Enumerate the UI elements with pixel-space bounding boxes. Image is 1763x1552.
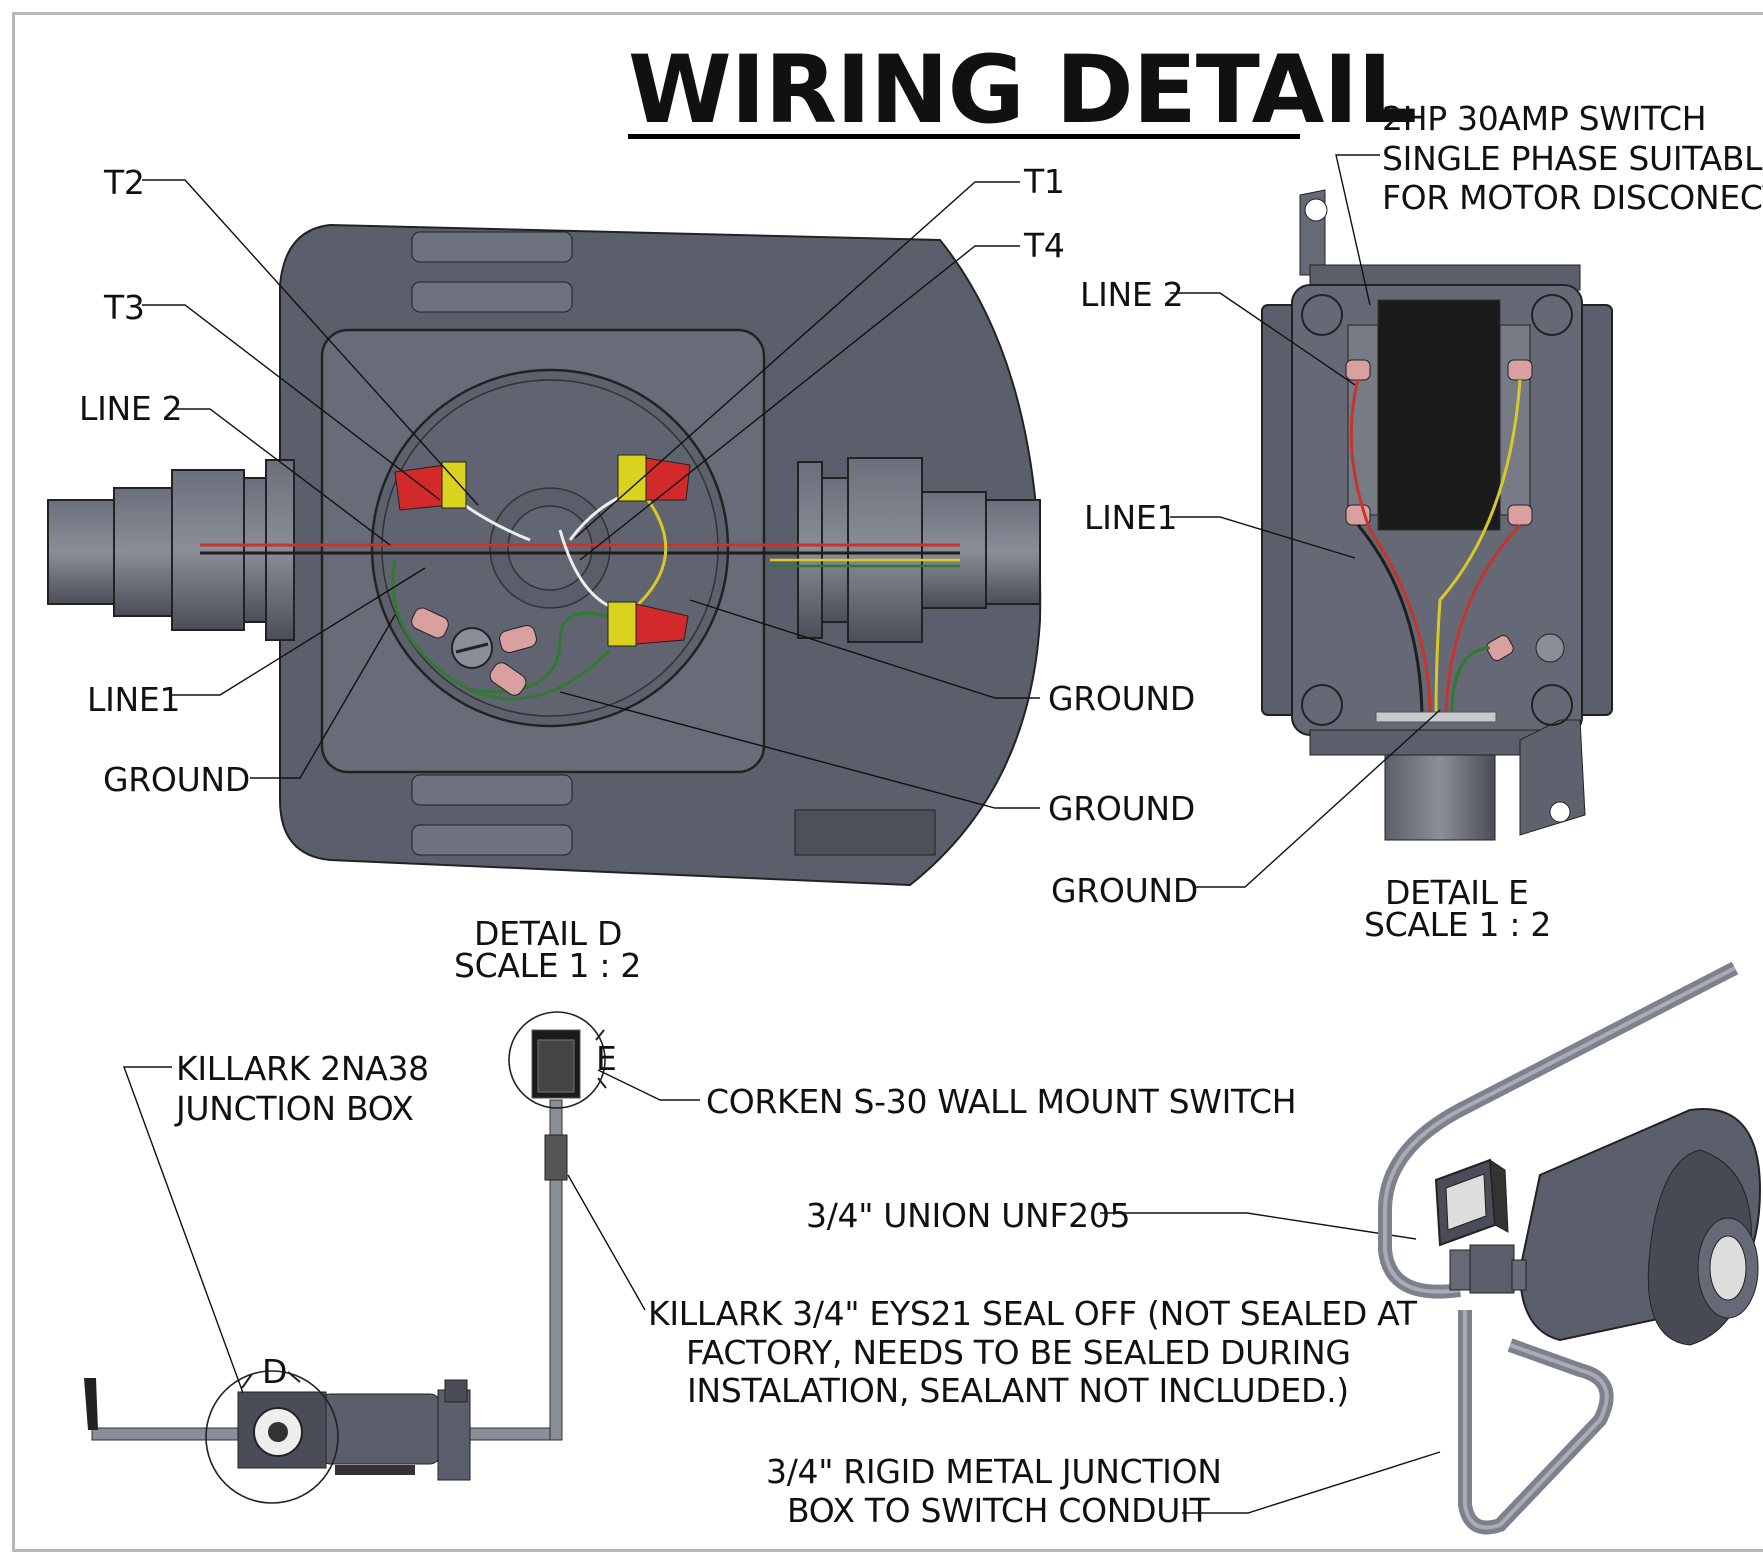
junction-box-line1: KILLARK 2NA38	[176, 1049, 429, 1088]
switch-note-line3: FOR MOTOR DISCONECT	[1382, 178, 1763, 217]
isometric-assembly	[1378, 961, 1762, 1535]
wire-nut	[607, 601, 689, 647]
seal-off-line1: KILLARK 3/4" EYS21 SEAL OFF (NOT SEALED …	[648, 1294, 1417, 1333]
detail-d-leaders	[142, 179, 1040, 809]
seal-off-line3: INSTALATION, SEALANT NOT INCLUDED.)	[687, 1371, 1349, 1410]
page-title: WIRING DETAIL	[628, 36, 1417, 145]
switch-note-line1: 2HP 30AMP SWITCH	[1382, 99, 1707, 138]
detail-e-leaders	[1170, 154, 1441, 888]
title-underline	[628, 134, 1300, 139]
label-t3: T3	[104, 288, 145, 327]
marker-d: D	[262, 1352, 288, 1391]
union-label: 3/4" UNION UNF205	[806, 1196, 1131, 1235]
detail-e-name: DETAIL E	[1385, 873, 1529, 912]
terminal-box	[200, 328, 960, 774]
assembly-leaders	[122, 1066, 1441, 1514]
label-ground-d-r1: GROUND	[1048, 679, 1195, 718]
label-ground-d-left: GROUND	[103, 760, 250, 799]
label-line1-e: LINE1	[1084, 498, 1178, 537]
wall-switch-label: CORKEN S-30 WALL MOUNT SWITCH	[706, 1082, 1297, 1121]
conduit-line1: 3/4" RIGID METAL JUNCTION	[766, 1452, 1222, 1491]
label-t2: T2	[104, 163, 145, 202]
switch-enclosure	[1261, 189, 1613, 841]
label-t1: T1	[1024, 162, 1065, 201]
label-t4: T4	[1024, 226, 1065, 265]
label-line1-d: LINE1	[87, 680, 181, 719]
conduit-line2: BOX TO SWITCH CONDUIT	[787, 1491, 1210, 1530]
detail-d-scale: SCALE 1 : 2	[454, 946, 642, 985]
label-line2-e: LINE 2	[1080, 275, 1184, 314]
label-line2-d: LINE 2	[79, 389, 183, 428]
label-ground-d-r2: GROUND	[1048, 789, 1195, 828]
right-conduit-fitting	[797, 457, 1041, 643]
detail-e-scale: SCALE 1 : 2	[1364, 905, 1552, 944]
left-conduit-fitting	[47, 459, 295, 641]
seal-off-line2: FACTORY, NEEDS TO BE SEALED DURING	[686, 1333, 1351, 1372]
junction-box-line2: JUNCTION BOX	[176, 1089, 414, 1128]
label-ground-e: GROUND	[1051, 871, 1198, 910]
switch-note-line2: SINGLE PHASE SUITABLE	[1382, 139, 1763, 178]
assembly-conduit	[84, 1011, 607, 1504]
wire-nut	[617, 454, 691, 502]
detail-d-name: DETAIL D	[474, 914, 623, 953]
marker-e: E	[596, 1039, 617, 1078]
